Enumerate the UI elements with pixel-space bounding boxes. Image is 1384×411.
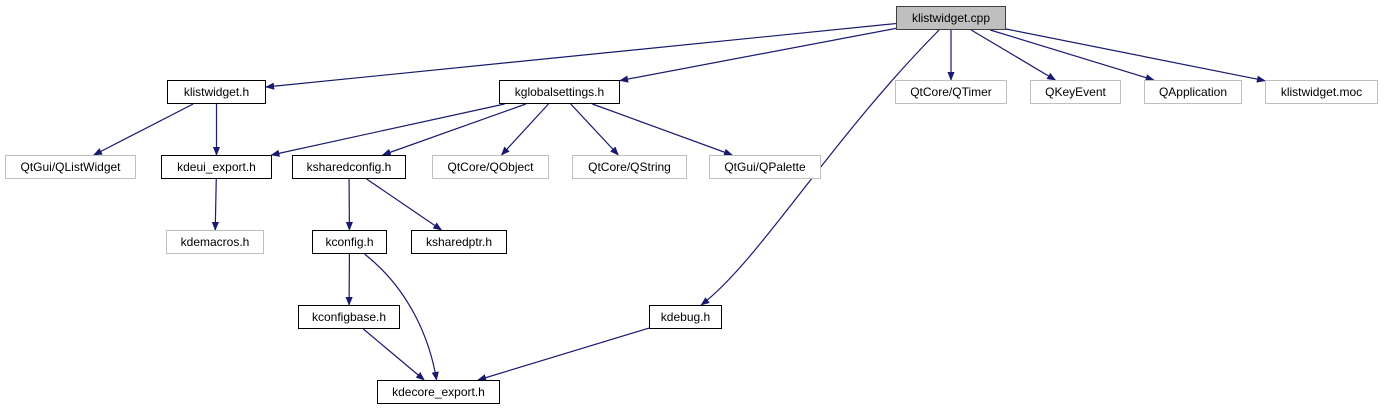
node-label: QtCore/QTimer: [910, 85, 992, 99]
node-klistwidget-cpp[interactable]: klistwidget.cpp: [896, 6, 1006, 30]
node-qtcore-qstring: QtCore/QString: [572, 155, 687, 179]
edge-kconfigbase-h-to-kdecore-export-h: [362, 328, 425, 381]
node-label: QApplication: [1158, 85, 1228, 99]
edge-kglobalsettings-h-to-qtcore-qobject: [500, 103, 549, 156]
node-label: kconfigbase.h: [311, 310, 387, 324]
edge-kconfig-h-to-kdecore-export-h: [364, 253, 439, 381]
node-kconfigbase-h[interactable]: kconfigbase.h: [298, 305, 400, 329]
edge-klistwidget-h-to-qtgui-qlistwidget: [93, 103, 194, 156]
node-label: ksharedptr.h: [425, 235, 493, 249]
edge-klistwidget-cpp-to-qapplication: [990, 29, 1155, 82]
node-label: kdemacros.h: [180, 235, 250, 249]
edge-kglobalsettings-h-to-kdeui-export-h: [270, 103, 505, 157]
edge-kglobalsettings-h-to-qtgui-qpalette: [592, 103, 733, 156]
edge-klistwidget-cpp-to-kglobalsettings-h: [619, 27, 897, 83]
node-kconfig-h[interactable]: kconfig.h: [312, 230, 387, 254]
node-label: klistwidget.h: [183, 85, 250, 99]
node-label: klistwidget.cpp: [911, 11, 991, 25]
node-kdebug-h[interactable]: kdebug.h: [649, 305, 722, 329]
node-label: kconfig.h: [325, 235, 374, 249]
node-label: kdecore_export.h: [392, 385, 485, 399]
node-label: QKeyEvent: [1045, 85, 1106, 99]
node-label: QtCore/QString: [588, 160, 671, 174]
node-kdecore-export-h[interactable]: kdecore_export.h: [377, 380, 500, 404]
edge-ksharedconfig-h-to-ksharedptr-h: [366, 178, 443, 231]
node-klistwidget-moc: klistwidget.moc: [1265, 80, 1378, 104]
node-label: QtGui/QPalette: [724, 160, 806, 174]
edge-kglobalsettings-h-to-qtcore-qstring: [570, 103, 619, 156]
node-kdemacros-h: kdemacros.h: [166, 230, 264, 254]
node-kdeui-export-h[interactable]: kdeui_export.h: [161, 155, 272, 179]
node-qtgui-qlistwidget: QtGui/QListWidget: [5, 155, 136, 179]
node-label: kdeui_export.h: [177, 160, 256, 174]
edge-kdeui-export-h-to-kdemacros-h: [211, 178, 220, 231]
edge-kglobalsettings-h-to-ksharedconfig-h: [381, 103, 527, 156]
node-qtgui-qpalette: QtGui/QPalette: [709, 155, 821, 179]
node-label: kglobalsettings.h: [514, 85, 605, 99]
node-ksharedptr-h[interactable]: ksharedptr.h: [411, 230, 507, 254]
edge-klistwidget-cpp-to-klistwidget-h: [265, 22, 897, 90]
node-kglobalsettings-h[interactable]: kglobalsettings.h: [499, 80, 620, 104]
edge-klistwidget-cpp-to-qkeyevent: [970, 29, 1057, 81]
node-ksharedconfig-h[interactable]: ksharedconfig.h: [292, 155, 406, 179]
node-label: ksharedconfig.h: [306, 160, 392, 174]
node-qkeyevent: QKeyEvent: [1030, 80, 1121, 104]
node-qapplication: QApplication: [1144, 80, 1242, 104]
node-klistwidget-h[interactable]: klistwidget.h: [167, 80, 266, 104]
edge-klistwidget-cpp-to-kdebug-h: [700, 29, 940, 306]
edge-klistwidget-cpp-to-klistwidget-moc: [1005, 28, 1266, 83]
node-label: QtCore/QObject: [447, 160, 534, 174]
node-qtcore-qobject: QtCore/QObject: [432, 155, 549, 179]
node-label: kdebug.h: [660, 310, 711, 324]
node-qtcore-qtimer: QtCore/QTimer: [895, 80, 1007, 104]
edge-kdebug-h-to-kdecore-export-h: [477, 327, 650, 382]
node-label: klistwidget.moc: [1280, 85, 1363, 99]
node-label: QtGui/QListWidget: [20, 160, 121, 174]
